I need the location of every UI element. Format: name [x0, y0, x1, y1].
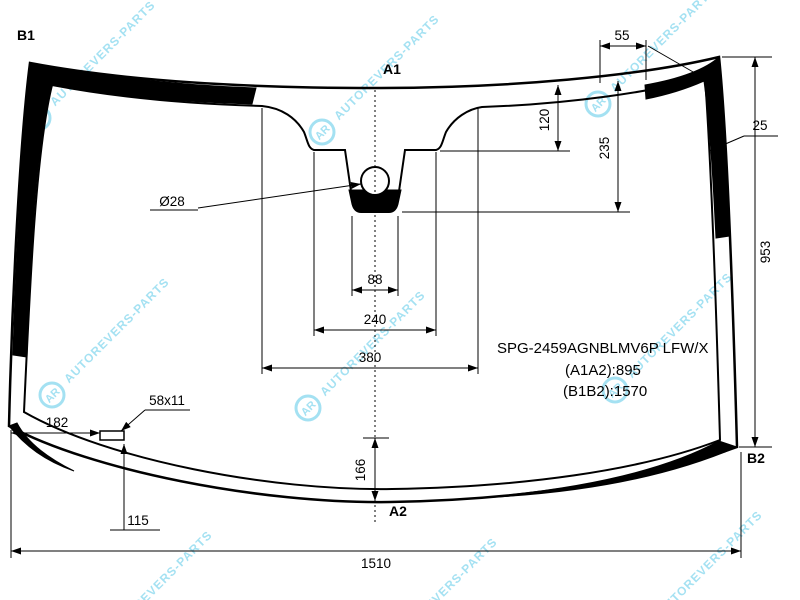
watermark: AR AUTOREVERS-PARTS	[104, 528, 215, 600]
dim-953-label: 953	[758, 241, 773, 264]
watermark-logo-ring	[38, 381, 66, 409]
label-a2: A2	[389, 503, 407, 519]
dim-182-label: 182	[46, 415, 69, 430]
dim-mount-58x11: 58x11	[120, 393, 185, 432]
label-b2: B2	[747, 450, 765, 466]
dim-240: 240	[314, 312, 436, 334]
part-a1a2-distance: (A1A2):895	[565, 362, 641, 379]
watermark-logo-ring	[294, 394, 322, 422]
watermark: AR AUTOREVERS-PARTS	[38, 275, 172, 409]
dim-115: 115	[120, 444, 149, 530]
watermark-brand-text: AUTOREVERS-PARTS	[104, 528, 215, 600]
glass-inner-outline	[22, 76, 722, 491]
dim-1510-label: 1510	[361, 556, 391, 571]
label-b1: B1	[17, 27, 35, 43]
part-number: SPG-2459AGNBLMV6P LFW/X	[497, 340, 708, 357]
dim-88-label: 88	[367, 272, 382, 287]
dim-166-label: 166	[353, 459, 368, 482]
dim-120: 120	[537, 85, 562, 151]
dim-hole-diameter: Ø28	[159, 181, 362, 209]
label-a1: A1	[383, 61, 401, 77]
dim-115-label: 115	[127, 513, 149, 528]
dim-55-label: 55	[614, 28, 629, 43]
dim-380-label: 380	[359, 350, 382, 365]
dim-953: 953	[751, 57, 773, 447]
watermark-brand-text: AUTOREVERS-PARTS	[654, 508, 765, 600]
dim-380: 380	[262, 350, 478, 372]
dim-120-label: 120	[537, 109, 552, 132]
watermark-brand-text: AUTOREVERS-PARTS	[61, 275, 172, 386]
dim-55: 55	[600, 28, 715, 85]
watermark-brand-text: AUTOREVERS-PARTS	[317, 288, 428, 399]
part-b1b2-distance: (B1B2):1570	[563, 383, 647, 400]
mount-hole-rect	[99, 430, 125, 441]
watermark-logo-ring	[601, 376, 629, 404]
dim-hole-label: Ø28	[159, 194, 185, 209]
part-info: SPG-2459AGNBLMV6P LFW/X (A1A2):895 (B1B2…	[497, 340, 708, 400]
glass-outer-outline	[7, 55, 739, 504]
watermark: AR AUTOREVERS-PARTS	[654, 508, 765, 600]
dim-235-label: 235	[597, 137, 612, 160]
dim-166: 166	[353, 438, 379, 501]
extension-lines	[10, 40, 778, 558]
dim-240-label: 240	[364, 312, 387, 327]
corner-labels: B1 A1 A2 B2	[17, 27, 765, 519]
watermark-logo-ring	[584, 90, 612, 118]
watermark-logo-ring	[308, 118, 336, 146]
dim-182: 182	[11, 415, 100, 437]
dim-1510: 1510	[11, 547, 741, 571]
dim-88: 88	[352, 272, 398, 294]
dim-mount-label: 58x11	[149, 393, 185, 408]
dim-235: 235	[597, 81, 622, 212]
watermark: AR AUTOREVERS-PARTS	[308, 12, 442, 146]
watermark-brand-text: AUTOREVERS-PARTS	[389, 535, 500, 600]
